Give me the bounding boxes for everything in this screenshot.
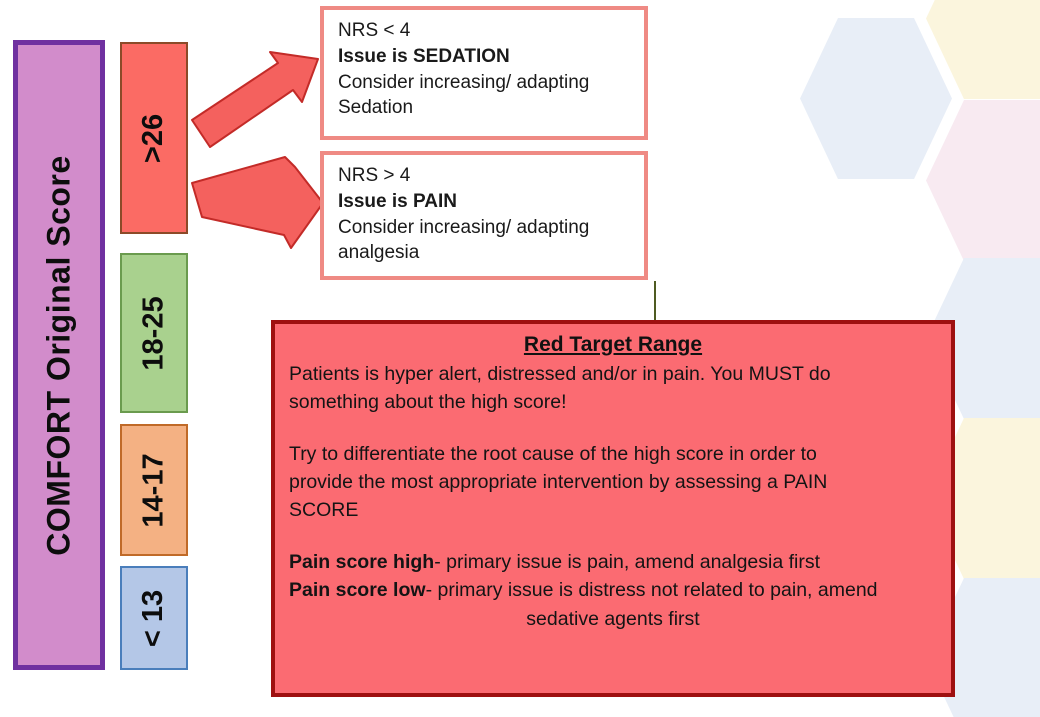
nrs-advice-line-1: Consider increasing/ adapting [338,71,590,93]
red-box-para2-line1: Try to differentiate the root cause of t… [289,443,817,466]
arrow-to-sedation [191,51,319,148]
red-target-range-box: Red Target Range Patients is hyper alert… [271,320,955,697]
connector-line [654,281,656,321]
pain-score-high-text: - primary issue is pain, amend analgesia… [434,551,821,574]
nrs-greater-than-4: NRS > 4 Issue is PAIN Consider increasing/… [320,151,648,280]
pain-score-low-text: - primary issue is distress not related … [425,579,878,602]
nrs-issue-label: Issue is PAIN [338,190,457,212]
hexagon-blue-top [800,18,952,180]
comfort-score-title-bar: COMFORT Original Score [13,40,105,670]
score-range-bar-label: < 13 [137,589,170,647]
comfort-score-title-label: COMFORT Original Score [40,154,77,556]
pain-score-high-label: Pain score high [289,551,435,574]
red-target-range-title: Red Target Range [523,333,703,356]
nrs-advice-line-2: analgesia [338,242,420,264]
nrs-heading: NRS < 4 [338,20,411,41]
red-box-spacer-1 [289,416,937,440]
score-range-bar-label: 18-25 [137,295,170,371]
red-box-para1-line1: Patients is hyper alert, distressed and/… [289,363,831,385]
nrs-advice-line-1: Consider increasing/ adapting [338,216,590,238]
score-range-bar-1417[interactable]: 14-17 [120,424,188,556]
arrow-to-pain [191,156,324,249]
pain-score-low-line: Pain score low- primary issue is distres… [289,576,937,604]
score-range-bar-label: 14-17 [137,452,170,528]
score-range-bar-13[interactable]: < 13 [120,566,188,670]
score-range-bar-26[interactable]: >26 [120,42,188,234]
pain-score-low-line2: sedative agents first [526,607,700,630]
hexagon-pink-mid [926,100,1040,262]
nrs-advice-line-2: Sedation [338,97,414,119]
score-range-bar-1825[interactable]: 18-25 [120,253,188,413]
red-box-para2-line3: SCORE [289,499,359,522]
pain-score-low-label: Pain score low [289,579,426,602]
red-box-para2-line2: provide the most appropriate interventio… [289,471,828,494]
hexagon-yellow-top [926,0,1040,100]
nrs-heading: NRS > 4 [338,165,411,186]
score-range-bar-label: >26 [137,113,170,163]
pain-score-high-line: Pain score high- primary issue is pain, … [289,548,937,576]
red-box-para1-line2: something about the high score! [289,391,567,414]
nrs-less-than-4: NRS < 4 Issue is SEDATION Consider increas… [320,6,648,140]
red-box-spacer-2 [289,524,937,548]
nrs-issue-label: Issue is SEDATION [338,45,510,67]
